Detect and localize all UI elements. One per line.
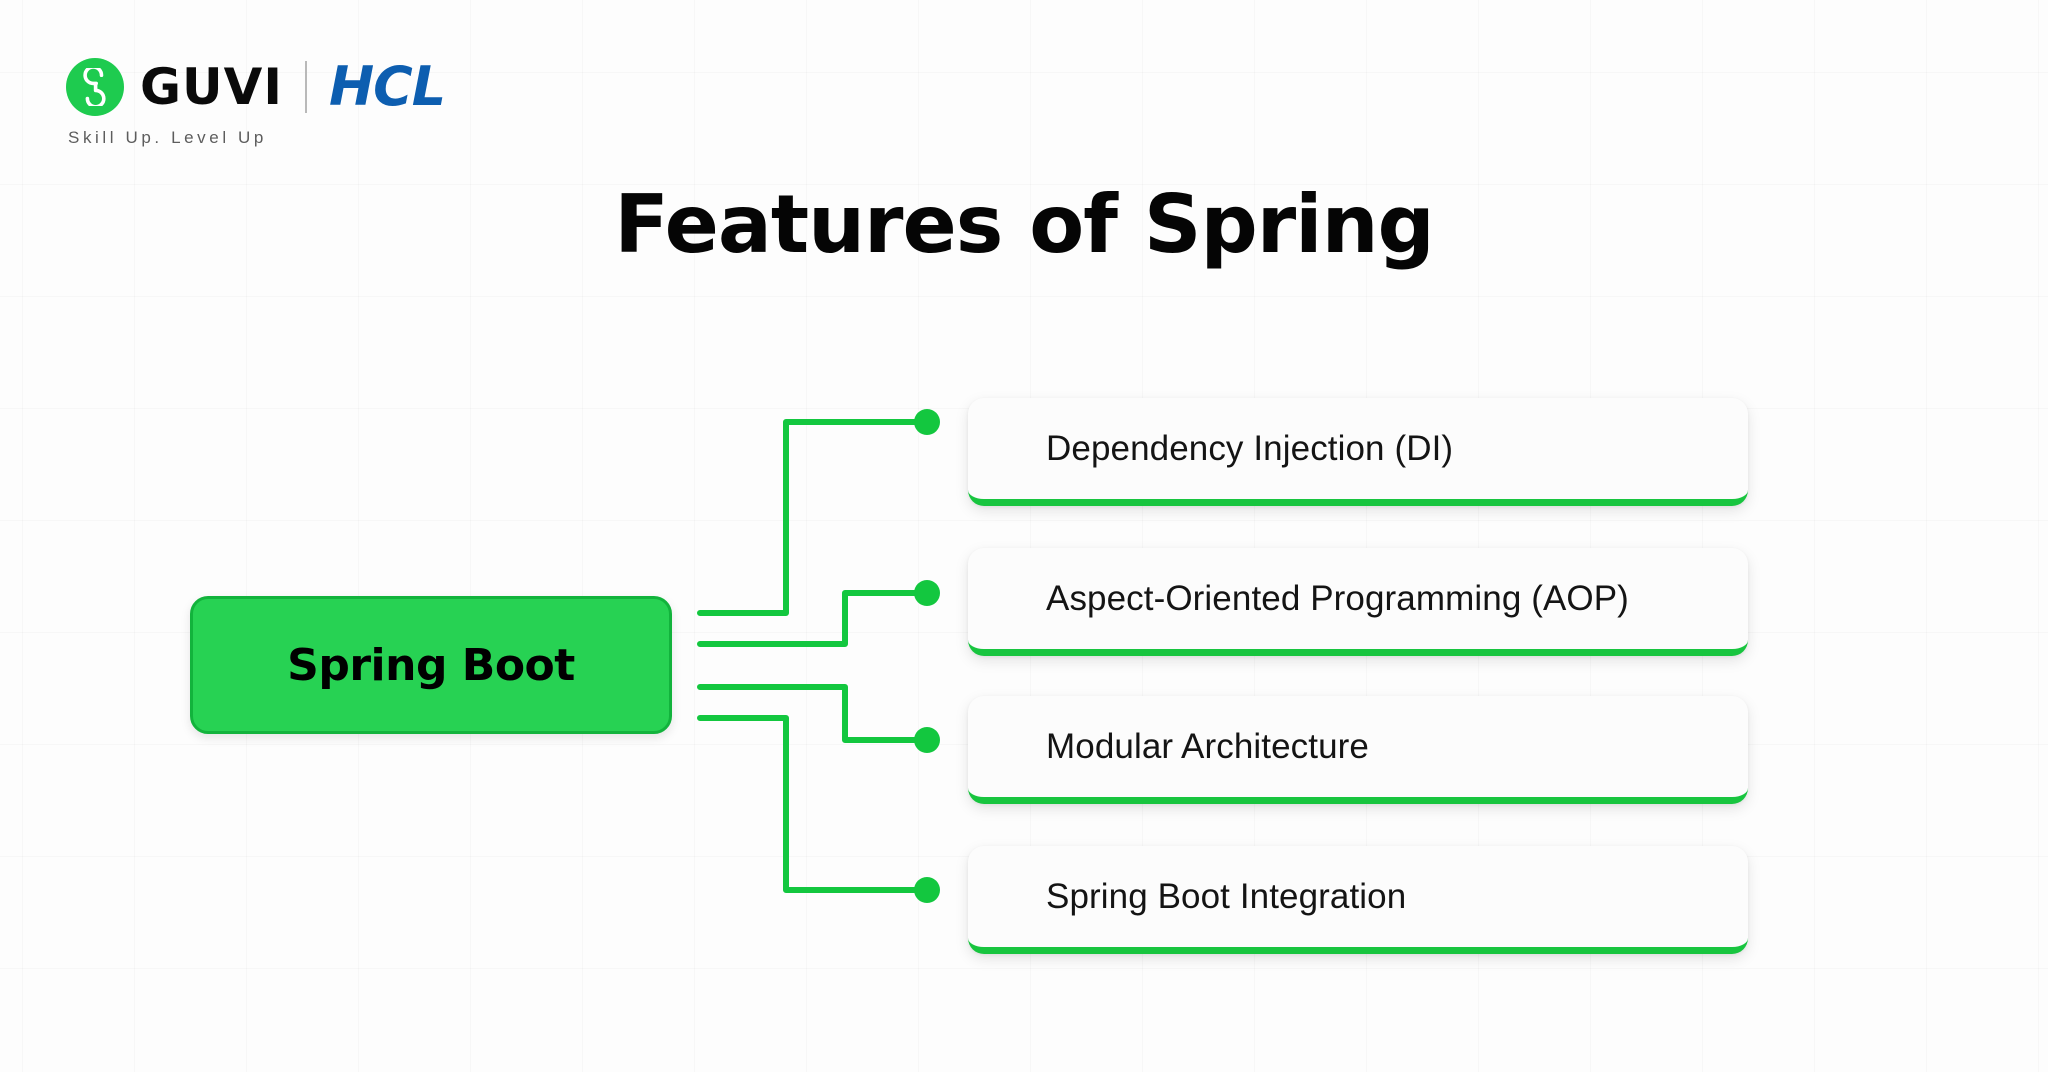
connector-dot-0 <box>914 409 940 435</box>
feature-card-label: Spring Boot Integration <box>1046 876 1407 916</box>
connector-path-3 <box>697 715 928 893</box>
feature-card-label: Aspect-Oriented Programming (AOP) <box>1046 578 1629 618</box>
brand-header: GUVI HCL Skill Up. Level Up <box>66 55 446 148</box>
brand-divider <box>304 61 307 113</box>
feature-card: Dependency Injection (DI) <box>968 398 1748 506</box>
feature-card-label: Dependency Injection (DI) <box>1046 428 1454 468</box>
connector-dot-3 <box>914 877 940 903</box>
guvi-wordmark: GUVI <box>140 58 283 116</box>
feature-card: Modular Architecture <box>968 696 1748 804</box>
root-node-spring-boot: Spring Boot <box>190 596 672 734</box>
hcl-wordmark: HCL <box>328 55 446 118</box>
brand-tagline: Skill Up. Level Up <box>68 128 267 147</box>
feature-card-label: Modular Architecture <box>1046 726 1369 766</box>
feature-card: Aspect-Oriented Programming (AOP) <box>968 548 1748 656</box>
connector-path-1 <box>697 590 928 647</box>
connector-path-0 <box>697 419 928 616</box>
brand-logo-row: GUVI HCL <box>66 55 446 118</box>
guvi-g-icon <box>66 58 124 116</box>
connector-path-2 <box>697 684 928 743</box>
page-title: Features of Spring <box>614 178 1435 271</box>
connector-dot-2 <box>914 727 940 753</box>
feature-card: Spring Boot Integration <box>968 846 1748 954</box>
root-node-label: Spring Boot <box>287 639 575 691</box>
connector-dot-1 <box>914 580 940 606</box>
